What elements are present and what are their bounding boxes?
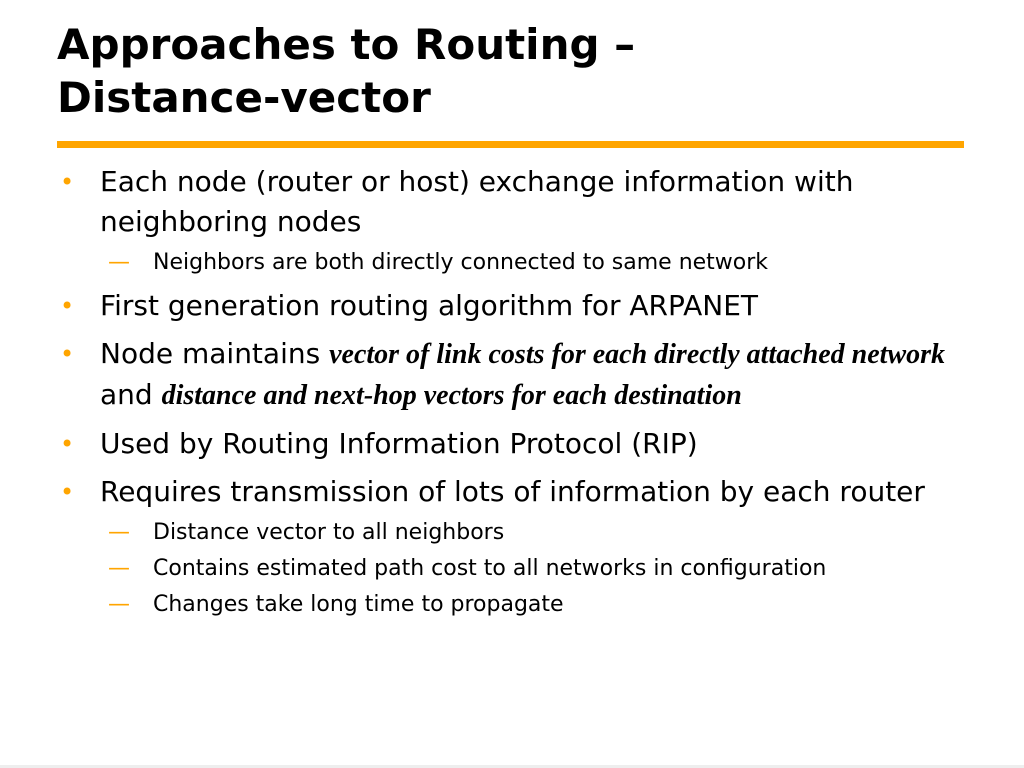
bottom-divider [0,765,1024,768]
bullet-dot-icon: • [60,430,75,458]
bullet-item: • Node maintains vector of link costs fo… [60,334,960,416]
bullet-dot-icon: • [60,478,75,506]
title-line-1: Approaches to Routing – [57,20,636,69]
emphasized-text: distance and next-hop vectors for each d… [161,380,742,411]
bullet-text-part: Node maintains [100,337,330,370]
dash-icon: — [108,556,130,581]
bullet-dot-icon: • [60,340,75,368]
sub-bullet-item: — Neighbors are both directly connected … [108,248,960,278]
bullet-item: • First generation routing algorithm for… [60,286,960,326]
dash-icon: — [108,592,130,617]
title-line-2: Distance-vector [57,73,431,122]
title-underline [57,141,964,148]
sub-bullet-text: Neighbors are both directly connected to… [153,250,769,275]
sub-bullet-item: — Contains estimated path cost to all ne… [108,554,960,584]
bullet-text: Each node (router or host) exchange info… [100,165,854,238]
bullet-text: Used by Routing Information Protocol (RI… [100,427,698,460]
dash-icon: — [108,250,130,275]
sub-bullet-text: Distance vector to all neighbors [153,520,505,545]
bullet-text: First generation routing algorithm for A… [100,289,758,322]
bullet-item: • Each node (router or host) exchange in… [60,162,960,278]
sub-list: — Neighbors are both directly connected … [100,248,960,278]
sub-bullet-text: Changes take long time to propagate [153,592,564,617]
slide-title: Approaches to Routing –Distance-vector [57,18,997,124]
bullet-list: • Each node (router or host) exchange in… [60,162,960,628]
bullet-text: Requires transmission of lots of informa… [100,475,925,508]
dash-icon: — [108,520,130,545]
bullet-item: • Used by Routing Information Protocol (… [60,424,960,464]
sub-bullet-text: Contains estimated path cost to all netw… [153,556,827,581]
bullet-text-part: and [100,378,162,411]
emphasized-text: vector of link costs for each directly a… [329,339,946,370]
sub-bullet-item: — Changes take long time to propagate [108,590,960,620]
bullet-dot-icon: • [60,168,75,196]
bullet-item: • Requires transmission of lots of infor… [60,472,960,620]
sub-list: — Distance vector to all neighbors — Con… [100,518,960,620]
sub-bullet-item: — Distance vector to all neighbors [108,518,960,548]
bullet-dot-icon: • [60,292,75,320]
